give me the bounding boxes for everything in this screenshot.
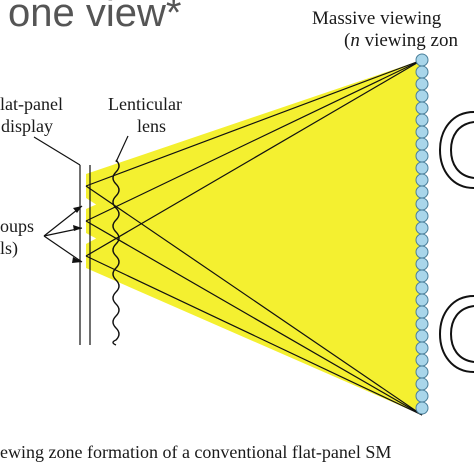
ray-lines (85, 59, 423, 416)
viewing-zones (415, 53, 429, 415)
viewing-zone-circle (415, 89, 429, 103)
pointer-arrows (33, 135, 129, 263)
ray-line-3-lower (85, 255, 423, 416)
viewing-zone-circle (415, 365, 429, 379)
groups-arrowhead-upper (73, 206, 82, 213)
ray-line-1-upper (85, 59, 423, 187)
ray-line-2-upper (85, 59, 423, 222)
viewing-zone-circle (415, 137, 429, 151)
viewing-zone-label-line2: (n viewing zon (344, 30, 458, 51)
viewing-zone-circle (415, 341, 429, 355)
figure-caption: ewing zone formation of a conventional f… (0, 442, 391, 462)
groups-arrowhead-middle (73, 225, 82, 231)
viewing-zone-circle (415, 317, 429, 331)
viewing-zone-circle (415, 389, 429, 403)
viewing-zone-circle (415, 329, 429, 343)
viewing-zone-circle (415, 269, 429, 283)
light-beams (86, 60, 422, 415)
viewing-zone-label-line1: Massive viewing (312, 8, 442, 29)
viewing-zone-circle (415, 305, 429, 319)
eye-icon-upper (438, 111, 474, 189)
viewing-zone-circle (415, 125, 429, 139)
viewer-eyes (438, 111, 474, 373)
viewing-zone-circle (415, 101, 429, 115)
groups-pointer-lower (43, 235, 83, 263)
pixel-groups-label-line1: oups (0, 216, 34, 236)
ray-line-3-upper (85, 59, 423, 257)
viewing-zone-circle (415, 77, 429, 91)
pixel-groups-label-line2: ls) (0, 238, 18, 259)
viewing-zone-circle (415, 245, 429, 259)
viewing-zone-circle (415, 161, 429, 175)
viewing-zone-circle (415, 293, 429, 307)
lenticular-label-line2: lens (137, 116, 166, 136)
ray-line-2-lower (85, 220, 423, 416)
viewing-zone-circle (415, 149, 429, 163)
viewing-zone-circle (415, 233, 429, 247)
flat-panel-display (79, 165, 91, 345)
viewing-zone-circle (415, 221, 429, 235)
panel-pointer-line (33, 136, 81, 166)
heading-text: one view* (8, 0, 181, 35)
flat-panel-label-line1: lat-panel (0, 94, 63, 114)
ray-line-1-lower (85, 185, 423, 416)
lens-pointer-line (115, 135, 129, 163)
viewing-zone-circle (415, 65, 429, 79)
viewing-zone-circle (415, 185, 429, 199)
lenticular-lens (112, 159, 120, 346)
viewing-zone-circle (415, 53, 429, 67)
lenticular-label-line1: Lenticular (108, 94, 182, 114)
viewing-zone-circle (415, 353, 429, 367)
eye-icon-lower (438, 295, 474, 373)
groups-arrowhead-lower (72, 257, 82, 263)
viewing-zone-circle (415, 377, 429, 391)
viewing-zone-circle (415, 257, 429, 271)
viewing-zone-circle (415, 281, 429, 295)
beam-3 (86, 60, 422, 415)
viewing-zone-circle (415, 113, 429, 127)
flat-panel-label-line2: display (1, 116, 53, 136)
viewing-zone-circle (415, 173, 429, 187)
viewing-zone-circle (415, 197, 429, 211)
viewing-zone-circle (415, 401, 429, 415)
viewing-zone-circle (415, 209, 429, 223)
